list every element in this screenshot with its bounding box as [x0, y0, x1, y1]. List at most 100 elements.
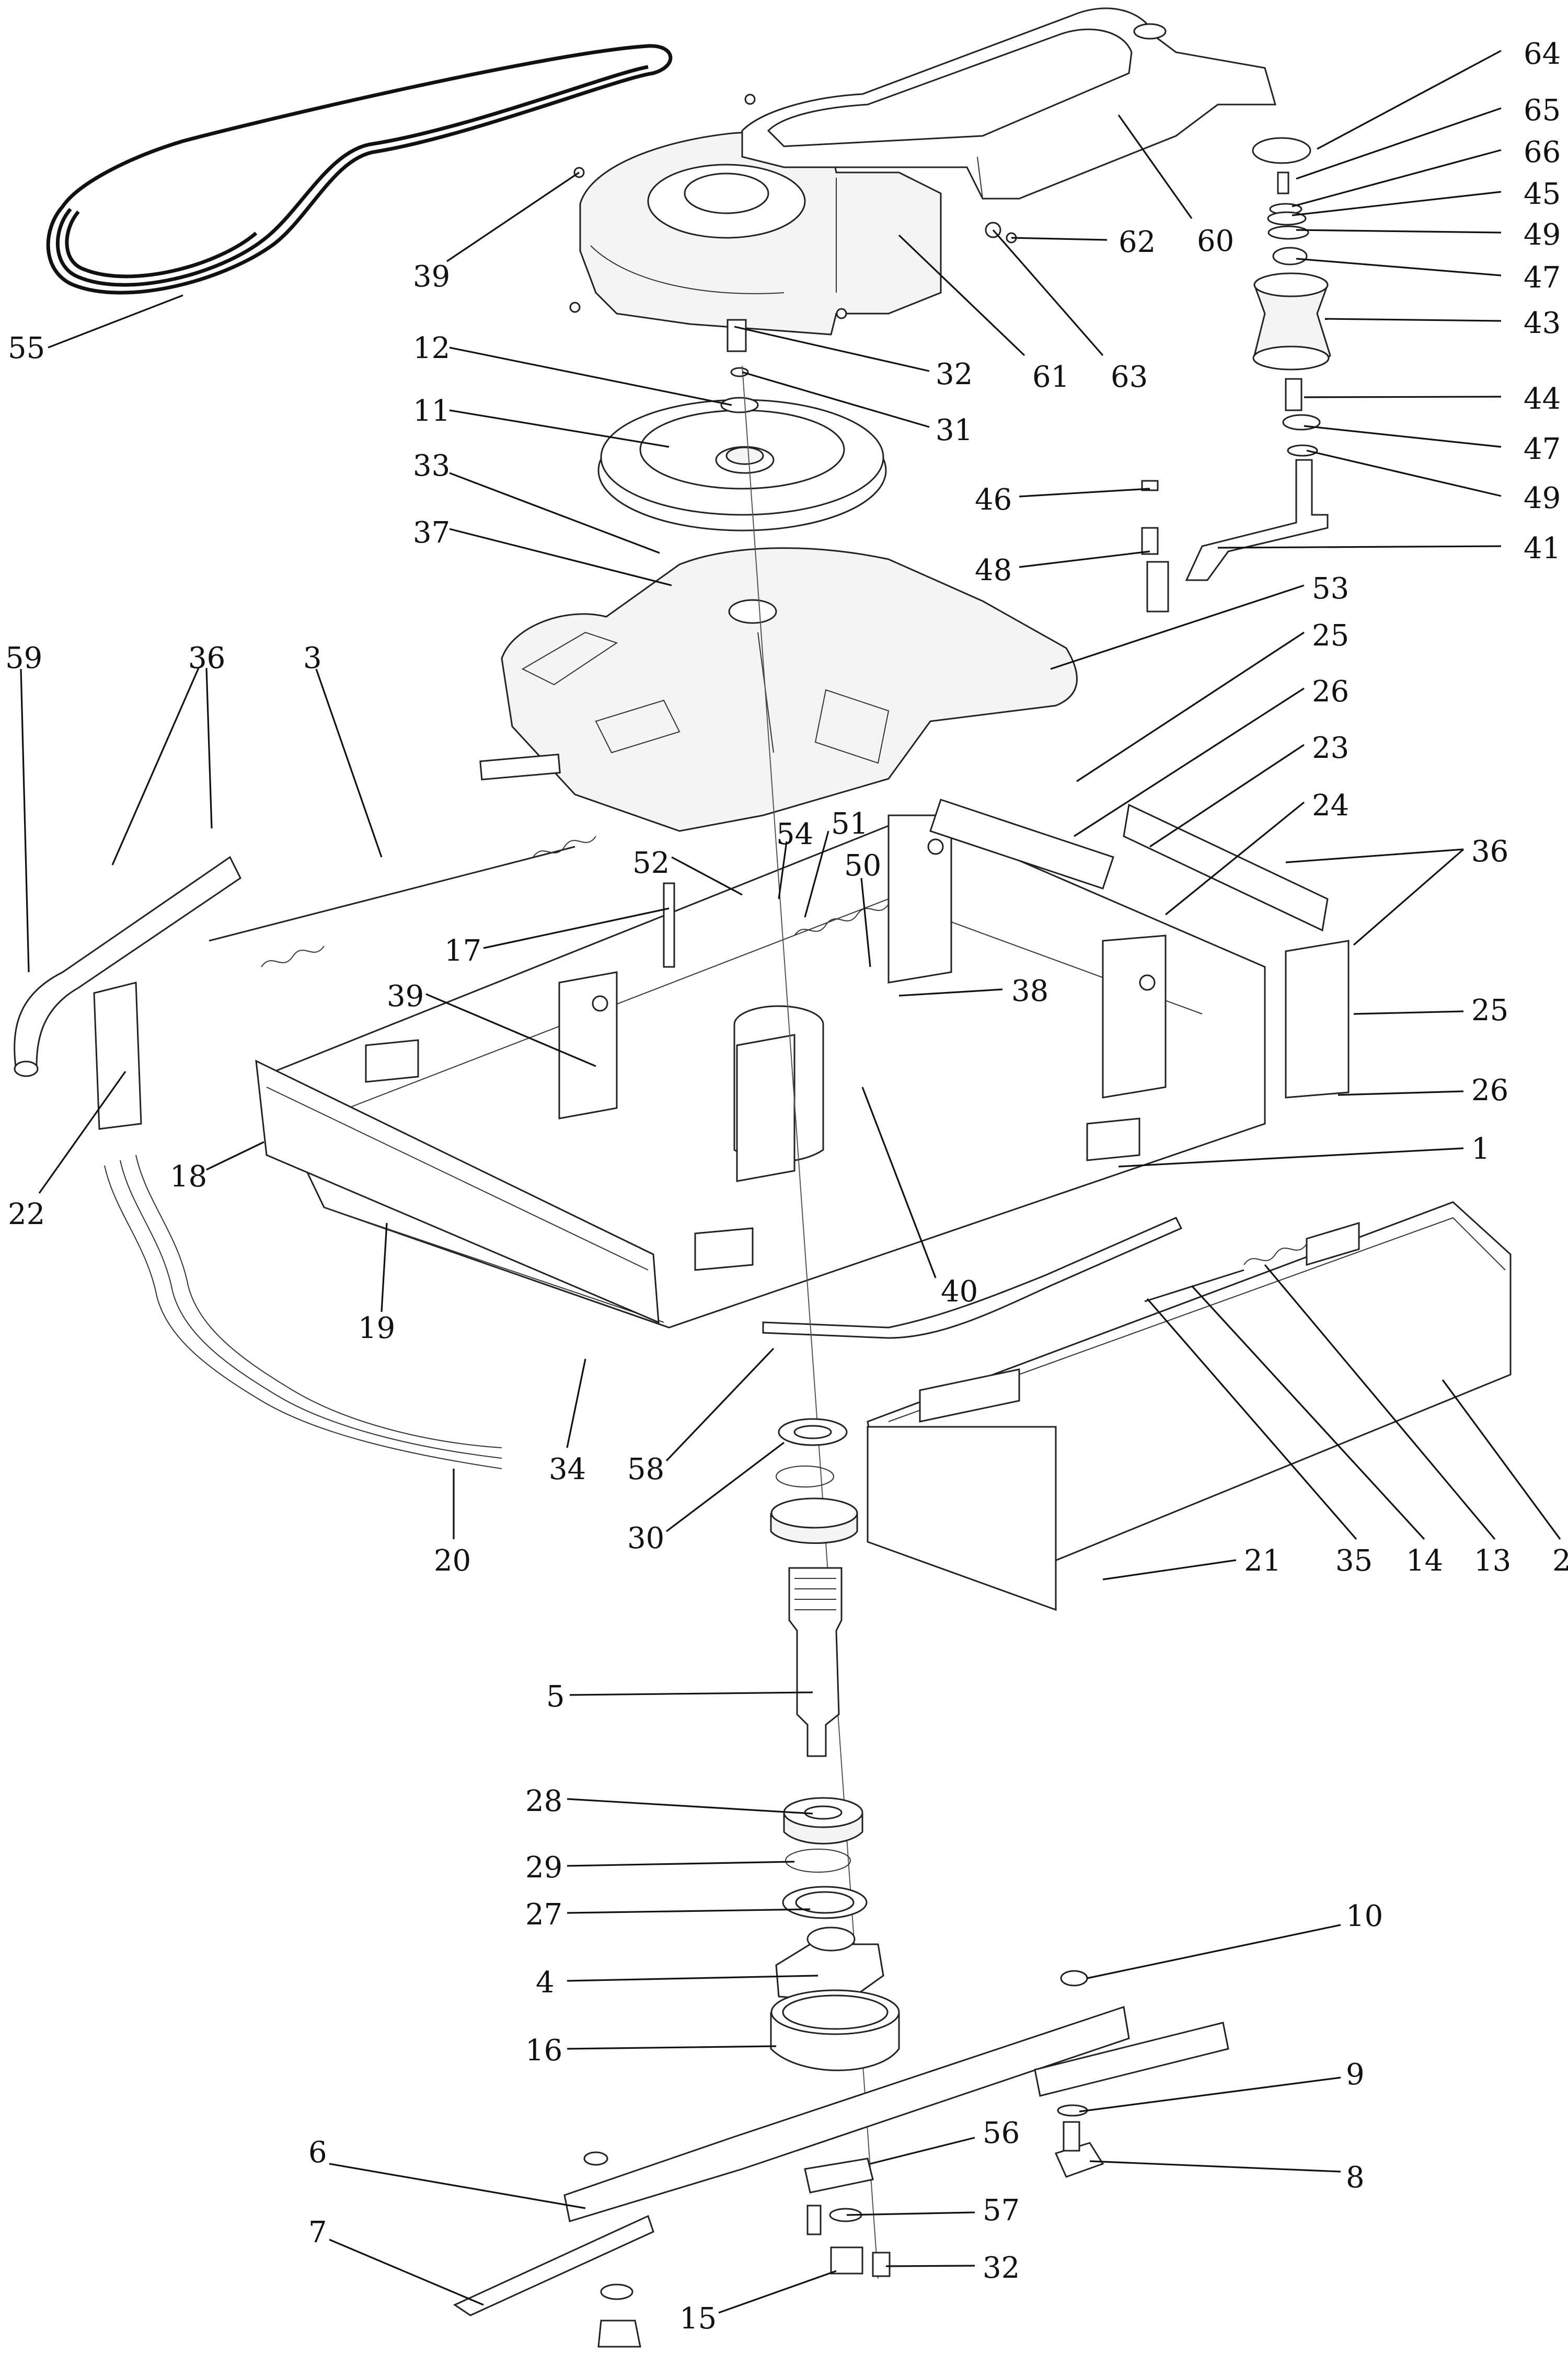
leader-line-c41	[1217, 545, 1502, 549]
callout-c31: 31	[742, 371, 973, 447]
part-number-label: 33	[413, 449, 450, 483]
leader-line-c61	[898, 234, 1025, 356]
callout-c61: 61	[898, 234, 1069, 394]
callout-c7: 7	[308, 2216, 484, 2306]
callout-c38: 38	[898, 974, 1048, 1008]
callout-c21: 21	[1102, 1544, 1281, 1580]
leader-line-c30	[666, 1441, 785, 1532]
callout-c49a: 49	[1296, 218, 1561, 252]
leader-line-c36a	[111, 667, 200, 866]
callout-c46: 46	[975, 483, 1150, 517]
callout-c55: 55	[8, 294, 183, 365]
leader-line-c25a	[1076, 631, 1305, 782]
part-number-label: 39	[413, 260, 450, 294]
leader-line-c5	[569, 1691, 813, 1696]
leader-line-c26b	[1338, 1090, 1464, 1096]
callout-c47a: 47	[1296, 258, 1561, 295]
part-number-label: 6	[308, 2136, 327, 2170]
part-number-label: 47	[1524, 261, 1561, 295]
leader-line-c64	[1317, 50, 1502, 150]
callout-c1: 1	[1118, 1132, 1490, 1168]
leader-line-c27	[567, 1908, 811, 1914]
callout-c60: 60	[1117, 114, 1234, 258]
part-number-label: 45	[1524, 177, 1561, 211]
leader-line-c47b	[1304, 425, 1502, 448]
part-number-label: 24	[1312, 789, 1349, 823]
callout-c57: 57	[846, 2194, 1020, 2228]
leader-line-c54	[778, 841, 788, 899]
part-number-label: 32	[936, 357, 973, 391]
leader-line-c9	[1079, 2076, 1341, 2113]
leader-line-c14	[1191, 1285, 1425, 1540]
part-number-label: 17	[444, 934, 481, 968]
leader-line-c35	[1146, 1298, 1357, 1540]
callout-c44: 44	[1304, 382, 1561, 416]
part-number-label: 57	[983, 2194, 1020, 2228]
leader-line-c45	[1292, 191, 1502, 216]
part-number-label: 20	[434, 1544, 471, 1578]
leader-line-c25b	[1353, 1010, 1464, 1015]
part-number-label: 44	[1524, 382, 1561, 416]
part-number-label: 23	[1312, 731, 1349, 765]
callout-c52: 52	[632, 846, 743, 896]
part-number-label: 47	[1524, 432, 1561, 466]
leader-line-c11	[449, 409, 670, 448]
part-5-shaft-drawing	[788, 1567, 843, 1757]
callout-c54: 54	[776, 817, 813, 899]
callout-c8: 8	[1089, 2160, 1365, 2195]
part-58-bar-drawing	[762, 1217, 1183, 1423]
leader-line-c15	[718, 2270, 837, 2314]
part-number-label: 39	[387, 979, 424, 1013]
leader-line-c19	[381, 1222, 388, 1312]
callout-c2: 2	[1442, 1379, 1568, 1578]
part-55-belt-drawing	[46, 44, 673, 295]
callout-c45: 45	[1292, 177, 1561, 216]
leader-line-c4	[567, 1975, 818, 1982]
leader-line-c48	[1019, 550, 1150, 568]
leader-line-c3	[315, 668, 383, 858]
leader-line-c49a	[1296, 229, 1502, 234]
leader-line-c23	[1149, 744, 1305, 848]
callout-c43: 43	[1324, 306, 1561, 340]
leader-line-c28	[567, 1798, 813, 1815]
part-number-label: 62	[1119, 225, 1156, 259]
part-number-label: 13	[1474, 1544, 1511, 1578]
leader-line-c10	[1087, 1924, 1341, 1979]
part-2-chute-drawing	[867, 1201, 1512, 1611]
leader-line-c7	[329, 2239, 484, 2306]
callout-c16: 16	[525, 2034, 777, 2068]
callout-c49b: 49	[1306, 449, 1561, 515]
leader-line-c50	[860, 878, 871, 967]
leader-line-c47a	[1296, 258, 1502, 276]
part-4-housing-drawing	[775, 1926, 884, 2003]
callout-c26a: 26	[1074, 675, 1349, 837]
callout-c12: 12	[413, 331, 732, 406]
part-number-label: 36	[1471, 835, 1508, 869]
callout-c18: 18	[170, 1141, 264, 1194]
callout-c13: 13	[1264, 1264, 1511, 1578]
part-20-chain-drawing	[104, 1155, 502, 1469]
callout-c36c: 36	[1285, 835, 1508, 869]
leader-line-c53	[1050, 584, 1305, 670]
callout-c30: 30	[627, 1441, 785, 1555]
callout-c3: 3	[303, 641, 383, 858]
callout-c37: 37	[413, 516, 672, 586]
leader-line-c24	[1165, 801, 1305, 916]
leader-line-c39a	[446, 171, 580, 262]
part-idler-stack-drawing	[1141, 137, 1331, 613]
callout-c39b: 39	[387, 979, 596, 1067]
leader-line-c6	[329, 2163, 586, 2209]
part-number-label: 60	[1197, 224, 1234, 258]
leader-line-c38	[898, 988, 1003, 997]
callout-c48: 48	[975, 550, 1150, 587]
leader-line-c17	[483, 907, 670, 949]
part-number-label: 63	[1111, 360, 1148, 394]
part-number-label: 59	[5, 641, 42, 675]
callout-c29: 29	[525, 1851, 795, 1885]
leader-line-c34	[566, 1358, 586, 1448]
part-number-label: 32	[983, 2251, 1020, 2285]
callout-c32b: 32	[885, 2251, 1020, 2285]
callout-c59: 59	[5, 641, 42, 973]
